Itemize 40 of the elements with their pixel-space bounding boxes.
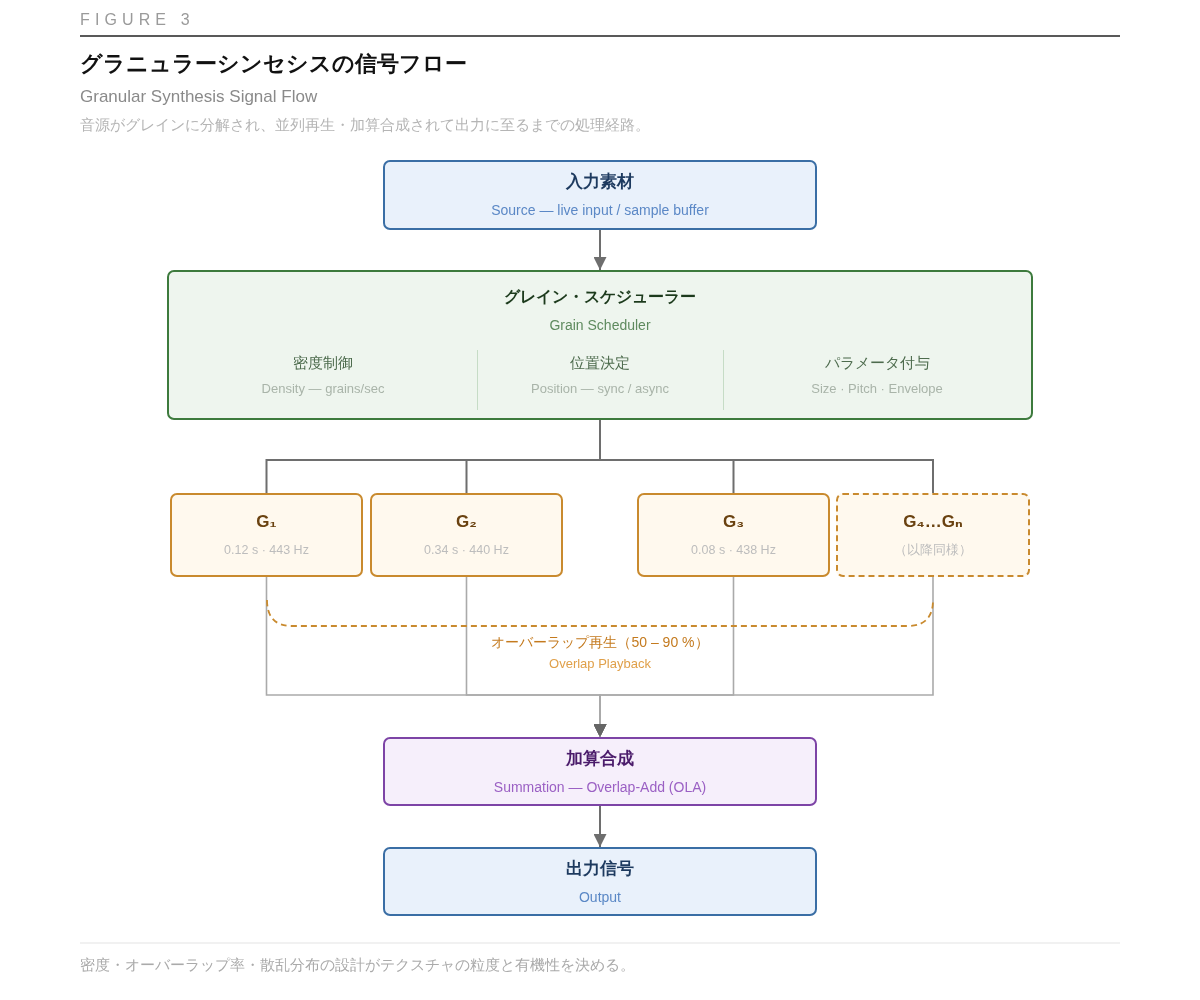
node-title: G₄…Gₙ xyxy=(903,511,963,533)
column-description: Density — grains/sec xyxy=(261,380,385,398)
diagram-title: グラニュラーシンセシスの信号フロー xyxy=(80,50,467,78)
node-title: G₂ xyxy=(456,511,477,533)
column-description: Size · Pitch · Envelope xyxy=(811,380,943,398)
column-heading: パラメータ付与 xyxy=(824,353,930,373)
column-description: Position — sync / async xyxy=(531,380,669,398)
node-subtitle: Grain Scheduler xyxy=(549,316,651,334)
scheduler-box xyxy=(167,270,1033,420)
figure-number: FIGURE 3 xyxy=(80,10,195,30)
grain-box xyxy=(836,493,1030,577)
grain-box xyxy=(170,493,363,577)
node-subtitle: （以降同様） xyxy=(894,542,972,559)
node-subtitle: Source — live input / sample buffer xyxy=(491,201,709,219)
node-title: 出力信号 xyxy=(566,857,634,880)
process-box xyxy=(383,160,817,230)
node-title: G₃ xyxy=(722,511,745,533)
process-box xyxy=(383,847,817,916)
node-subtitle: 0.12 s · 443 Hz xyxy=(224,542,309,559)
caption: 密度・オーバーラップ率・散乱分布の設計がテクスチャの粒度と有機性を決める。 xyxy=(80,955,635,975)
arrow xyxy=(593,576,934,738)
node-subtitle: 0.08 s · 438 Hz xyxy=(691,542,776,559)
grain-box xyxy=(637,493,830,577)
node-subtitle: 0.34 s · 440 Hz xyxy=(424,542,509,559)
node-title: グレイン・スケジューラー xyxy=(504,287,696,307)
column-heading: 位置決定 xyxy=(570,353,630,373)
node-subtitle: Output xyxy=(579,887,621,906)
node-title: G₁ xyxy=(256,511,277,533)
arrow xyxy=(593,805,607,848)
process-box xyxy=(383,737,817,806)
description: 音源がグレインに分解され、並列再生・加算合成されて出力に至るまでの処理経路。 xyxy=(80,115,650,135)
node-title: 入力素材 xyxy=(566,171,634,193)
grain-box xyxy=(370,493,563,577)
node-subtitle: Summation — Overlap-Add (OLA) xyxy=(493,777,707,796)
subtitle: Granular Synthesis Signal Flow xyxy=(80,86,318,108)
column-heading: 密度制御 xyxy=(293,353,353,373)
bracket-sublabel: Overlap Playback xyxy=(549,655,651,672)
bracket-label: オーバーラップ再生（50 – 90 %） xyxy=(491,633,709,651)
arrow xyxy=(593,229,607,271)
node-title: 加算合成 xyxy=(566,747,634,770)
